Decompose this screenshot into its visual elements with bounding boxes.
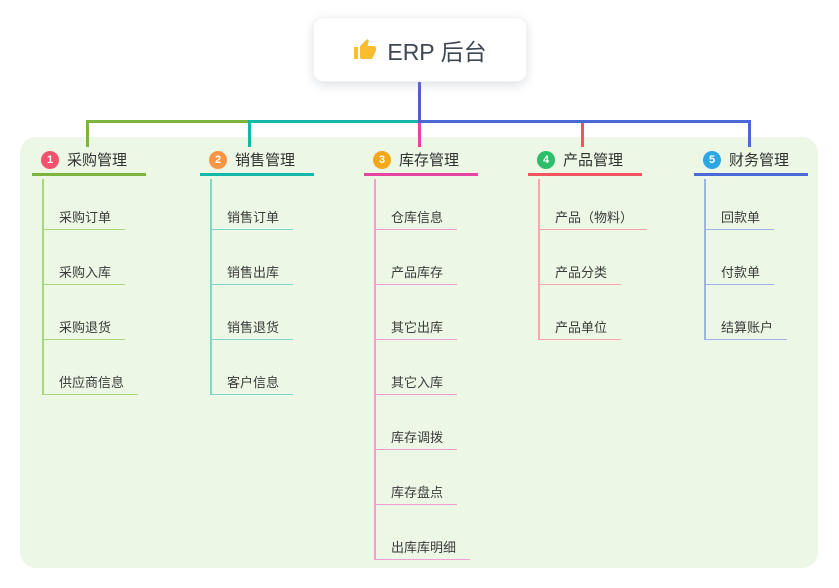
- child-node[interactable]: 产品分类: [538, 259, 622, 285]
- branch-label: 库存管理: [399, 152, 460, 169]
- thumbs-up-icon: [353, 38, 377, 62]
- branch-finance: 5 财务管理 回款单 付款单 结算账户: [694, 146, 808, 340]
- branch-child-line: [538, 179, 540, 339]
- connector-product-drop: [581, 120, 584, 147]
- branch-sales: 2 销售管理 销售订单 销售出库 销售退货 客户信息: [200, 146, 314, 395]
- connector-finance-drop: [748, 120, 751, 147]
- connector-root-line: [418, 80, 421, 123]
- child-node[interactable]: 销售退货: [210, 314, 294, 340]
- branch-label: 采购管理: [67, 152, 128, 169]
- child-node[interactable]: 产品库存: [374, 259, 458, 285]
- mindmap-panel: [20, 137, 818, 568]
- child-node[interactable]: 产品（物料）: [538, 204, 648, 230]
- child-node[interactable]: 库存盘点: [374, 479, 458, 505]
- connector-finance-horizontal: [419, 120, 751, 123]
- child-node[interactable]: 回款单: [704, 204, 775, 230]
- child-node[interactable]: 销售订单: [210, 204, 294, 230]
- connector-sales-drop: [248, 120, 251, 147]
- connector-procurement-drop: [86, 120, 89, 147]
- branch-child-line: [42, 179, 44, 394]
- child-node[interactable]: 结算账户: [704, 314, 788, 340]
- branch-header[interactable]: 5 财务管理: [694, 146, 808, 176]
- branch-number-badge: 5: [703, 150, 721, 169]
- branch-header[interactable]: 4 产品管理: [528, 146, 642, 176]
- branch-number-badge: 3: [373, 150, 391, 169]
- branch-child-line: [374, 179, 376, 559]
- branch-label: 产品管理: [563, 152, 624, 169]
- child-node[interactable]: 采购订单: [42, 204, 126, 230]
- branch-header[interactable]: 2 销售管理: [200, 146, 314, 176]
- child-node[interactable]: 销售出库: [210, 259, 294, 285]
- connector-inventory-drop: [418, 123, 421, 147]
- root-node[interactable]: ERP 后台: [313, 17, 527, 82]
- child-node[interactable]: 其它出库: [374, 314, 458, 340]
- branch-header[interactable]: 1 采购管理: [32, 146, 146, 176]
- child-node[interactable]: 出库库明细: [374, 534, 471, 560]
- branch-inventory: 3 库存管理 仓库信息 产品库存 其它出库 其它入库 库存调拨 库存盘点 出库库…: [364, 146, 478, 560]
- child-node[interactable]: 采购入库: [42, 259, 126, 285]
- branch-header[interactable]: 3 库存管理: [364, 146, 478, 176]
- child-node[interactable]: 付款单: [704, 259, 775, 285]
- child-node[interactable]: 仓库信息: [374, 204, 458, 230]
- branch-number-badge: 1: [41, 150, 59, 169]
- branch-label: 销售管理: [235, 152, 296, 169]
- branch-label: 财务管理: [729, 152, 790, 169]
- root-label: ERP 后台: [387, 38, 487, 65]
- child-node[interactable]: 采购退货: [42, 314, 126, 340]
- child-node[interactable]: 其它入库: [374, 369, 458, 395]
- branch-child-line: [210, 179, 212, 394]
- branch-product: 4 产品管理 产品（物料） 产品分类 产品单位: [528, 146, 648, 340]
- child-node[interactable]: 产品单位: [538, 314, 622, 340]
- connector-sales-horizontal: [248, 120, 421, 123]
- branch-number-badge: 4: [537, 150, 555, 169]
- branch-procurement: 1 采购管理 采购订单 采购入库 采购退货 供应商信息: [32, 146, 146, 395]
- child-node[interactable]: 供应商信息: [42, 369, 139, 395]
- child-node[interactable]: 库存调拨: [374, 424, 458, 450]
- child-node[interactable]: 客户信息: [210, 369, 294, 395]
- branch-number-badge: 2: [209, 150, 227, 169]
- branch-child-line: [704, 179, 706, 339]
